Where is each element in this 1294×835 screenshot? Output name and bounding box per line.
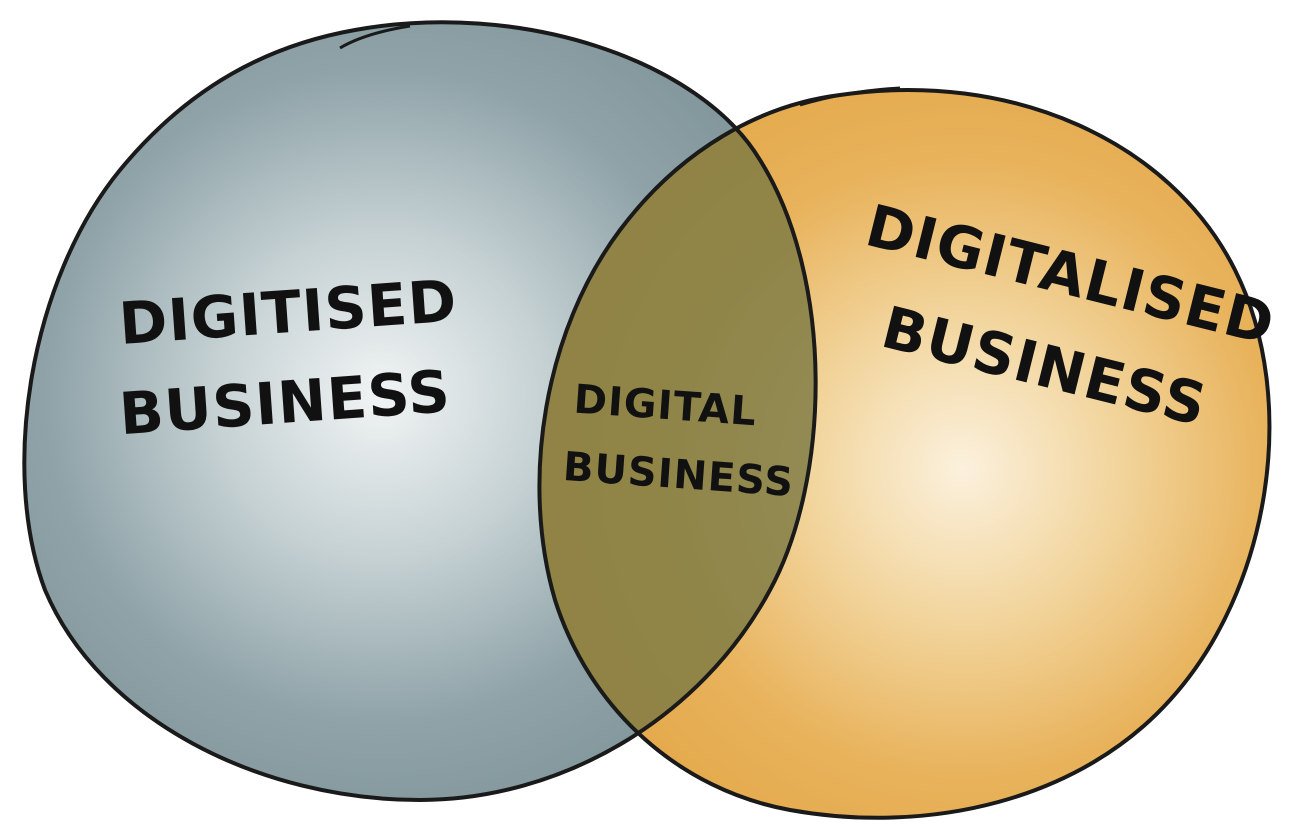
intersection-region <box>539 89 816 800</box>
right-outline-overshoot <box>799 86 901 107</box>
left-set-outline <box>22 20 818 802</box>
left-outline-overshoot <box>339 24 411 50</box>
right-set-outline <box>537 87 1272 820</box>
